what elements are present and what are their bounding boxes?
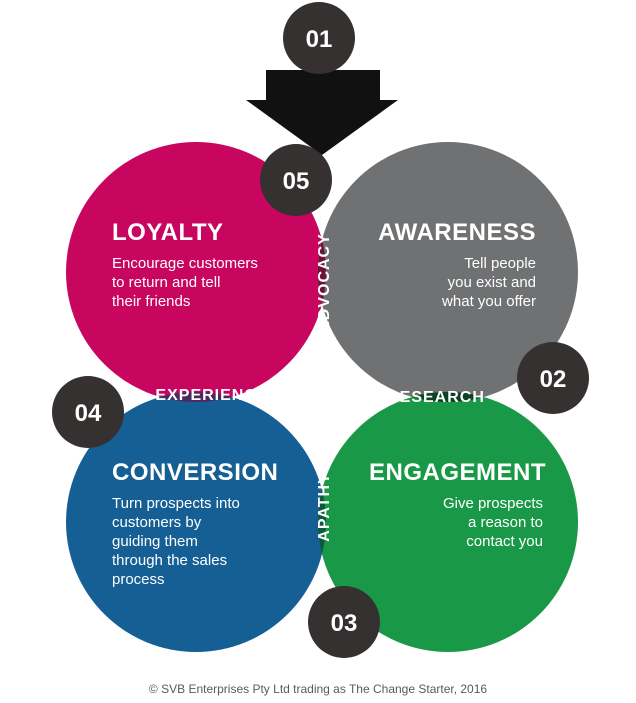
number-03: 03 (331, 610, 358, 637)
conversion-circle (66, 392, 326, 652)
number-02: 02 (540, 366, 567, 393)
number-04: 04 (75, 400, 102, 427)
conversion-desc-1: Turn prospects into (112, 495, 240, 512)
engagement-desc-3: contact you (466, 533, 543, 550)
awareness-desc-2: you exist and (448, 274, 536, 291)
apathy-label: APATHY (316, 472, 333, 541)
awareness-desc-3: what you offer (441, 293, 536, 310)
engagement-circle (318, 392, 578, 652)
number-01: 01 (306, 26, 333, 53)
engagement-desc-1: Give prospects (443, 495, 543, 512)
conversion-desc-5: process (112, 571, 165, 588)
research-label: RESEARCH (387, 389, 485, 406)
copyright-footer: © SVB Enterprises Pty Ltd trading as The… (149, 682, 487, 696)
awareness-circle (318, 142, 578, 402)
advocacy-label: ADVOCACY (316, 233, 333, 333)
experience-label: EXPERIENCE (155, 387, 268, 404)
loyalty-circle (66, 142, 326, 402)
conversion-title: CONVERSION (112, 459, 278, 486)
number-badge-03 (308, 586, 380, 658)
loyalty-desc-2: to return and tell (112, 274, 220, 291)
conversion-desc-2: customers by (112, 514, 202, 531)
loyalty-desc-3: their friends (112, 293, 190, 310)
conversion-desc-3: guiding them (112, 533, 198, 550)
number-badge-02 (517, 342, 589, 414)
awareness-title: AWARENESS (378, 219, 536, 246)
trigger-label: TRIGGER (284, 80, 361, 99)
conversion-desc-4: through the sales (112, 552, 227, 569)
awareness-desc-1: Tell people (464, 255, 536, 272)
engagement-desc-2: a reason to (468, 514, 543, 531)
engagement-title: ENGAGEMENT (369, 459, 546, 486)
number-badge-04 (52, 376, 124, 448)
number-badge-01 (283, 2, 355, 74)
number-badge-05 (260, 144, 332, 216)
trigger-arrow (246, 70, 398, 155)
loyalty-title: LOYALTY (112, 219, 224, 246)
loyalty-desc-1: Encourage customers (112, 255, 258, 272)
number-05: 05 (283, 168, 310, 195)
